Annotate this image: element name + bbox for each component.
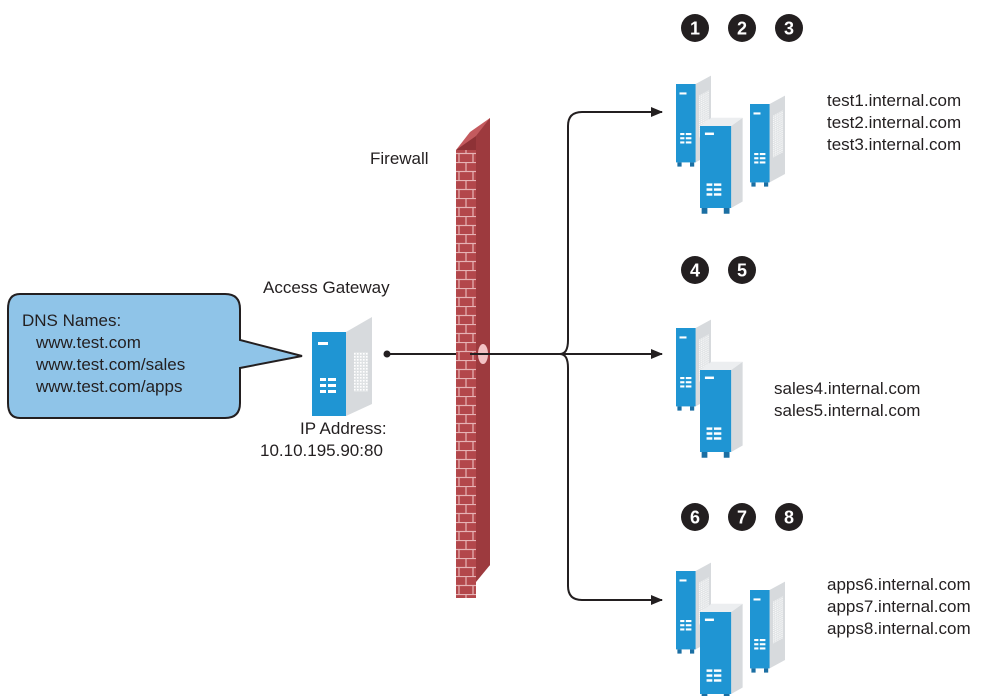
step-badge [775, 14, 803, 42]
step-badge [775, 503, 803, 531]
step-badge [728, 256, 756, 284]
host-name: sales4.internal.com [774, 379, 921, 398]
step-badge-number: 4 [690, 261, 700, 281]
sales-host-list: sales4.internal.com sales5.internal.com [774, 378, 920, 422]
test-host-list: test1.internal.com test2.internal.com te… [827, 90, 961, 156]
step-badge-number: 6 [690, 508, 700, 528]
gateway-ip-label: IP Address: [300, 419, 387, 438]
gateway-port-dot [383, 350, 391, 358]
route-to-apps-servers [559, 353, 663, 605]
dns-name-item: www.test.com/apps [36, 377, 183, 396]
step-badge-number: 1 [690, 19, 700, 39]
firewall-wall [456, 118, 490, 598]
firewall-label: Firewall [370, 149, 429, 168]
host-name: apps8.internal.com [827, 619, 971, 638]
step-badge [681, 14, 709, 42]
step-badge [681, 256, 709, 284]
dns-callout-bubble [7, 293, 303, 419]
gateway-title: Access Gateway [263, 278, 390, 297]
step-badge-number: 5 [737, 261, 747, 281]
badge-group-test: 1 2 3 [681, 14, 803, 42]
host-name: test1.internal.com [827, 91, 962, 110]
dns-name-item: www.test.com/sales [36, 355, 186, 374]
host-name: apps7.internal.com [827, 597, 971, 616]
step-badge [728, 14, 756, 42]
host-name: test2.internal.com [827, 113, 962, 132]
step-badge-number: 8 [784, 508, 794, 528]
host-name: apps6.internal.com [827, 575, 971, 594]
test-server-cluster [676, 75, 785, 214]
dns-callout-text: DNS Names: www.test.com www.test.com/sal… [22, 310, 185, 398]
dns-callout-title: DNS Names: [22, 311, 122, 330]
apps-host-list: apps6.internal.com apps7.internal.com ap… [827, 574, 971, 640]
step-badge-number: 7 [737, 508, 747, 528]
step-badge-number: 2 [737, 19, 747, 39]
host-name: sales5.internal.com [774, 401, 921, 420]
apps-server-cluster [676, 562, 785, 696]
sales-server-cluster [676, 319, 743, 458]
step-badge [681, 503, 709, 531]
gateway-ip-value: 10.10.195.90:80 [260, 441, 383, 460]
access-gateway-server [312, 317, 372, 416]
dns-name-item: www.test.com [36, 333, 141, 352]
step-badge-number: 3 [784, 19, 794, 39]
route-to-test-servers [559, 107, 663, 355]
step-badge [728, 503, 756, 531]
badge-group-sales: 4 5 [681, 256, 756, 284]
host-name: test3.internal.com [827, 135, 962, 154]
badge-group-apps: 6 7 8 [681, 503, 803, 531]
